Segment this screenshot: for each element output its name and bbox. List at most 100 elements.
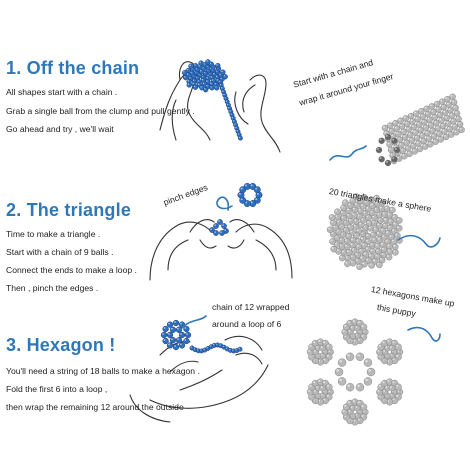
silver-ball (328, 214, 336, 221)
ball-highlight (377, 148, 379, 150)
ball-highlight (423, 125, 426, 128)
blue-ball (172, 343, 180, 351)
ball-highlight (323, 398, 326, 401)
ball-highlight (387, 213, 390, 216)
ball-highlight (347, 401, 350, 404)
ball-highlight (418, 128, 421, 130)
ball-highlight (313, 341, 316, 344)
ball-highlight (403, 116, 406, 119)
ball-highlight (361, 237, 363, 240)
swirl-arrows (179, 145, 441, 342)
ball-highlight (228, 348, 231, 351)
ball-highlight (381, 228, 383, 231)
ball-highlight (199, 61, 201, 63)
ball-highlight (377, 262, 380, 265)
ball-highlight (459, 127, 462, 130)
ball-highlight (427, 117, 430, 120)
silver-ball (395, 217, 403, 224)
blue-ball (183, 325, 190, 333)
ball-highlight (255, 198, 258, 201)
ball-highlight (422, 120, 425, 123)
ball-highlight (410, 119, 413, 122)
ball-highlight (392, 398, 395, 401)
ball-highlight (435, 126, 438, 129)
ball-highlight (196, 349, 199, 351)
ball-highlight (387, 244, 390, 247)
ball-highlight (308, 349, 311, 352)
ball-highlight (210, 76, 213, 78)
ball-highlight (250, 184, 253, 187)
ball-highlight (377, 237, 380, 240)
ball-highlight (163, 339, 166, 341)
ball-highlight (162, 333, 164, 335)
ball-highlight (357, 418, 360, 421)
ball-highlight (445, 97, 448, 100)
ball-highlight (446, 121, 449, 124)
ball-highlight (357, 338, 360, 341)
ball-highlight (210, 82, 212, 84)
ball-highlight (345, 256, 348, 259)
ball-highlight (313, 390, 316, 392)
ball-highlight (396, 354, 399, 357)
ball-highlight (413, 130, 416, 133)
blue-ball (214, 85, 220, 91)
ball-highlight (343, 228, 346, 231)
ball-highlight (370, 203, 373, 206)
silver-ball (349, 259, 357, 267)
silver-ball (337, 358, 347, 367)
blue-ball-string (189, 342, 243, 354)
step1-line3: Go ahead and try , we'll wait (6, 124, 114, 134)
ball-highlight (392, 229, 395, 232)
ball-highlight (184, 76, 186, 78)
ball-highlight (374, 196, 377, 199)
ball-highlight (220, 77, 222, 80)
blue-ball (209, 227, 215, 233)
ball-highlight (359, 222, 362, 225)
ball-highlight (193, 85, 196, 88)
ball-highlight (194, 64, 196, 66)
ball-highlight (234, 123, 236, 125)
step3-line2: Fold the first 6 into a loop , (6, 384, 108, 394)
step1-title: 1. Off the chain (6, 58, 140, 78)
silver-ball (384, 159, 392, 167)
ball-highlight (414, 111, 417, 114)
ball-highlight (193, 348, 196, 350)
ball-highlight (200, 70, 202, 72)
ball-highlight (439, 118, 442, 121)
ball-highlight (443, 110, 446, 113)
ball-highlight (256, 192, 259, 195)
silver-ball (342, 199, 349, 206)
ball-highlight (397, 226, 400, 229)
ball-highlight (452, 100, 454, 103)
ball-highlight (370, 249, 373, 252)
ball-highlight (398, 118, 401, 121)
ball-highlight (168, 333, 170, 335)
ball-highlight (436, 107, 439, 110)
ball-highlight (385, 346, 388, 348)
ball-highlight (397, 218, 400, 221)
ball-highlight (371, 232, 374, 235)
ball-highlight (187, 80, 189, 82)
ball-highlight (366, 258, 369, 261)
ball-highlight (373, 259, 375, 262)
ball-highlight (455, 111, 457, 114)
ball-highlight (215, 86, 217, 88)
ball-highlight (225, 100, 228, 102)
ball-highlight (378, 344, 381, 347)
ball-highlight (316, 346, 318, 348)
ball-highlight (232, 120, 235, 122)
ball-highlight (393, 222, 396, 225)
silver-ball (375, 146, 383, 154)
ball-highlight (390, 208, 393, 210)
blue-ball (253, 186, 261, 194)
ball-highlight (250, 201, 253, 204)
ball-highlight (342, 329, 345, 332)
ball-highlight (395, 148, 397, 150)
ball-highlight (396, 132, 399, 135)
ball-highlight (214, 231, 216, 233)
ball-highlight (362, 243, 365, 246)
silver-ball (334, 208, 341, 216)
ball-highlight (206, 77, 208, 79)
ball-highlight (235, 126, 237, 129)
silver-ball (319, 384, 326, 392)
